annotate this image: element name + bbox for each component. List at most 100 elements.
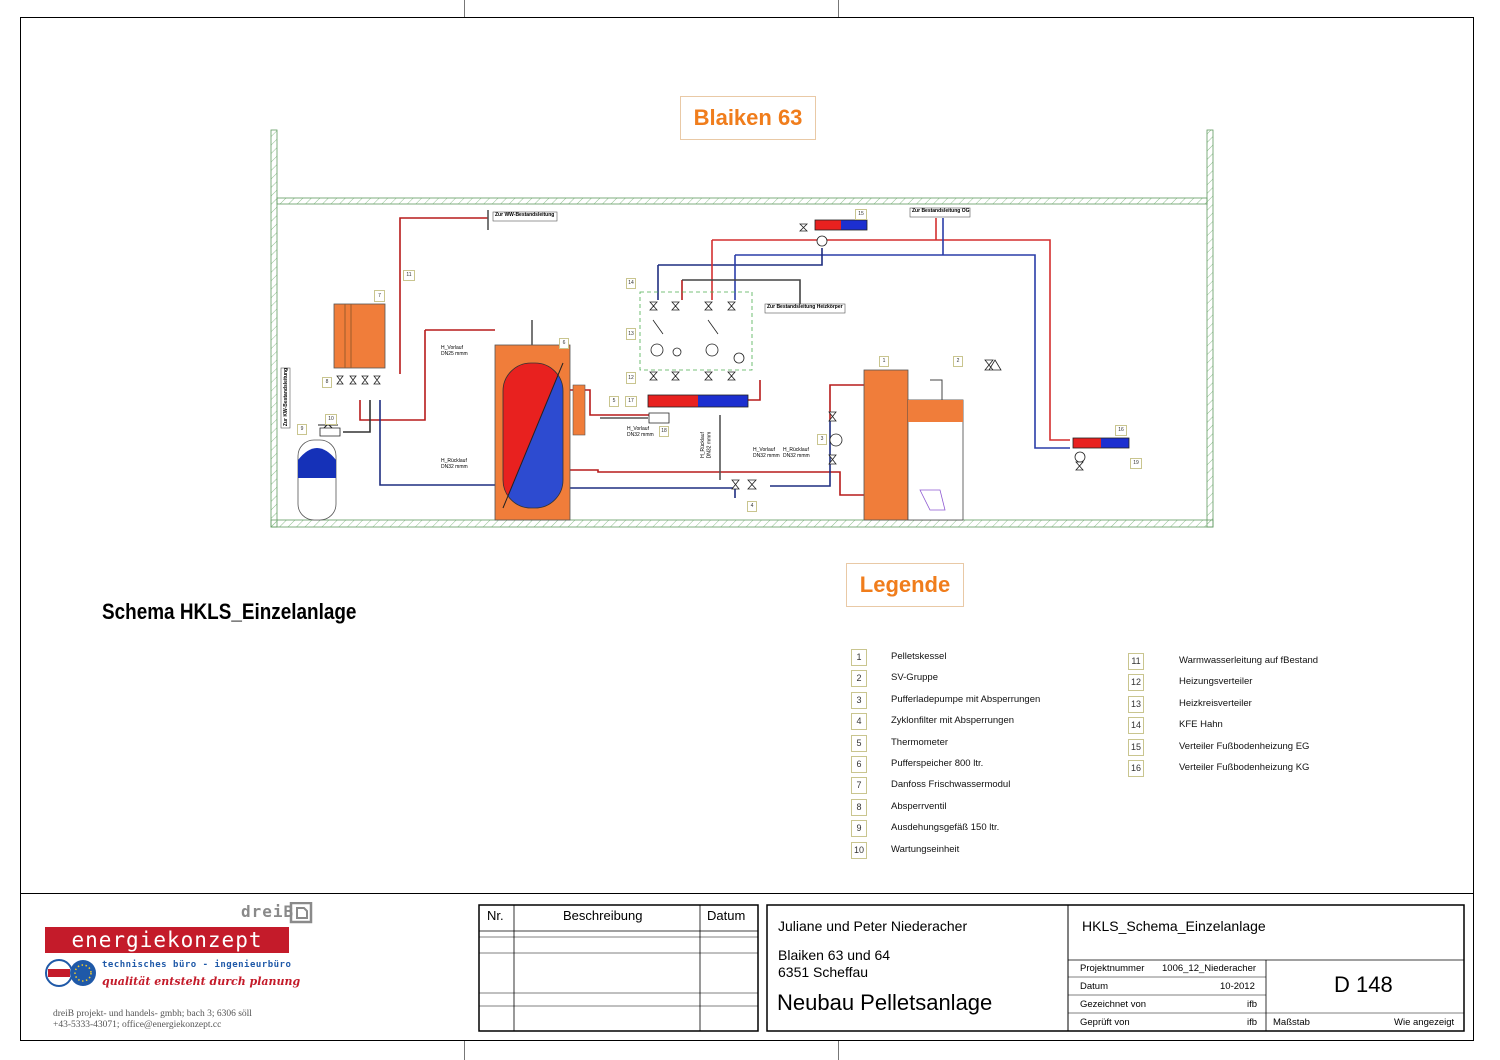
legend-item-label: Danfoss Frischwassermodul [891, 779, 1011, 791]
legend-number: 3 [851, 691, 867, 709]
label-h-vorlauf-dim: DN32 mmm [627, 432, 654, 438]
label-h-vorlauf: H_Vorlauf [753, 447, 775, 453]
component-tag: 12 [626, 372, 636, 384]
floor-heating-manifold-eg [799, 219, 868, 247]
schema-title: Schema HKLS_Einzelanlage [102, 599, 357, 624]
legend-number: 9 [851, 820, 867, 838]
component-tag: 14 [626, 278, 636, 289]
gezeichnet-label: Gezeichnet von [1080, 999, 1147, 1010]
component-tag: 10 [325, 414, 337, 425]
geprueft-value: ifb [1247, 1017, 1258, 1028]
title-block-table [766, 904, 1465, 1032]
revisions-col-nr: Nr. [487, 908, 504, 923]
component-tag: 9 [297, 424, 307, 435]
drawing-frame [20, 17, 1474, 1041]
legend-item-label: Thermometer [891, 736, 949, 748]
heating-manifold [647, 394, 749, 408]
floor-heating-manifold-kg [1072, 437, 1130, 471]
legend-number: 6 [851, 756, 867, 773]
massstab-label: Maßstab [1273, 1017, 1310, 1028]
drawing-number: D 148 [1334, 972, 1393, 997]
legend-item-label: SV-Gruppe [891, 672, 938, 684]
pellet-boiler [863, 369, 964, 521]
company-slogan: qualität entsteht durch planung [102, 975, 301, 988]
revisions-col-date: Datum [707, 908, 746, 923]
legend-number: 8 [851, 798, 867, 816]
component-tag: 6 [559, 338, 569, 349]
pump-groups [639, 291, 753, 381]
component-tag: 15 [855, 209, 867, 220]
freshwater-module [333, 303, 386, 385]
label-h-vorlauf-dim: DN32 mmm [753, 453, 780, 459]
legend-item-label: Heizungsverteiler [1179, 676, 1253, 688]
component-tag: 18 [659, 426, 669, 437]
dreib-logo-text: dreiB [241, 902, 295, 921]
client-address-street: Blaiken 63 und 64 [778, 947, 891, 963]
revisions-table [478, 904, 759, 1032]
component-tag: 1 [879, 356, 889, 367]
label-h-vorlauf: H_Vorlauf [627, 426, 649, 432]
label-ww-bestand: Zur WW-Bestandsleitung [495, 212, 555, 218]
legend-item-label: Warmwasserleitung auf fBestand [1179, 655, 1319, 666]
legend-item-label: KFE Hahn [1179, 719, 1223, 731]
label-h-vorlauf: H_Vorlauf [441, 345, 463, 351]
dreib-logo: dreiB [241, 901, 313, 924]
component-tag: 5 [609, 396, 619, 407]
projektnummer-label: Projektnummer [1080, 963, 1145, 974]
company-tagline: technisches büro - ingenieurbüro [102, 960, 292, 970]
title-block-divider [20, 893, 1474, 894]
frame-tick [464, 1041, 465, 1060]
legend-number: 10 [851, 841, 867, 859]
legend-item-label: Verteiler Fußbodenheizung EG [1179, 740, 1310, 752]
geprueft-label: Geprüft von [1080, 1017, 1130, 1028]
component-tag: 11 [403, 270, 415, 281]
pipe-network [343, 210, 1070, 498]
plan-title: Blaiken 63 [680, 96, 816, 140]
component-tag: 3 [817, 434, 827, 445]
building-walls [270, 129, 1214, 528]
label-bestand-og: Zur Bestandsleitung OG [912, 208, 970, 214]
client-address-city: 6351 Scheffau [778, 964, 869, 980]
legend-item-label: Wartungseinheit [891, 843, 960, 855]
legend-item-label: Zyklonfilter mit Absperrungen [891, 715, 1015, 727]
component-tag: 4 [747, 501, 757, 512]
datum-label: Datum [1080, 981, 1108, 992]
expansion-vessel [297, 423, 338, 521]
legend-number: 5 [851, 734, 867, 752]
component-tag: 2 [953, 356, 963, 367]
component-tag: 17 [625, 396, 637, 407]
legend-item-label: Verteiler Fußbodenheizung KG [1179, 762, 1310, 773]
drawing-title: HKLS_Schema_Einzelanlage [1082, 918, 1266, 934]
frame-tick [464, 0, 465, 17]
legend-title: Legende [846, 563, 964, 607]
legend-item-label: Absperrventil [891, 800, 947, 812]
label-h-ruecklauf-dim: DN32 mmm [706, 431, 713, 459]
legend-item-label: Pufferladepumpe mit Absperrungen [891, 693, 1041, 705]
boiler-valves [319, 359, 1002, 490]
company-address: dreiB projekt- und handels- gmbh; bach 3… [53, 1009, 252, 1019]
projektnummer-value: 1006_12_Niederacher [1162, 963, 1257, 974]
company-contact: +43-5333-43071; office@energiekonzept.cc [53, 1020, 222, 1030]
component-tag: 8 [322, 377, 332, 388]
eu-austria-badges [45, 958, 101, 993]
legend-number: 11 [1128, 653, 1144, 670]
legend-number: 14 [1128, 717, 1144, 735]
legend-number: 15 [1128, 738, 1144, 756]
legend-item-label: Pufferspeicher 800 ltr. [891, 758, 984, 769]
component-tag: 19 [1130, 458, 1142, 469]
label-h-ruecklauf-dim: DN32 mmm [783, 453, 810, 459]
energiekonzept-logo: energiekonzept [45, 927, 289, 953]
label-h-ruecklauf: H_Rücklauf [783, 447, 809, 453]
legend-item-label: Pelletskessel [891, 651, 947, 662]
legend-number: 7 [851, 777, 867, 795]
client-name: Juliane und Peter Niederacher [778, 918, 968, 934]
gezeichnet-value: ifb [1247, 999, 1258, 1010]
frame-tick [838, 0, 839, 17]
label-kw-bestand: Zur KW-Bestandsleitung [283, 367, 289, 427]
legend-number: 2 [851, 670, 867, 688]
component-tag: 7 [374, 290, 385, 302]
pipe-label-boxes [280, 207, 971, 429]
project-name: Neubau Pelletsanlage [777, 990, 993, 1015]
legend-item-label: Heizkreisverteiler [1179, 697, 1252, 709]
